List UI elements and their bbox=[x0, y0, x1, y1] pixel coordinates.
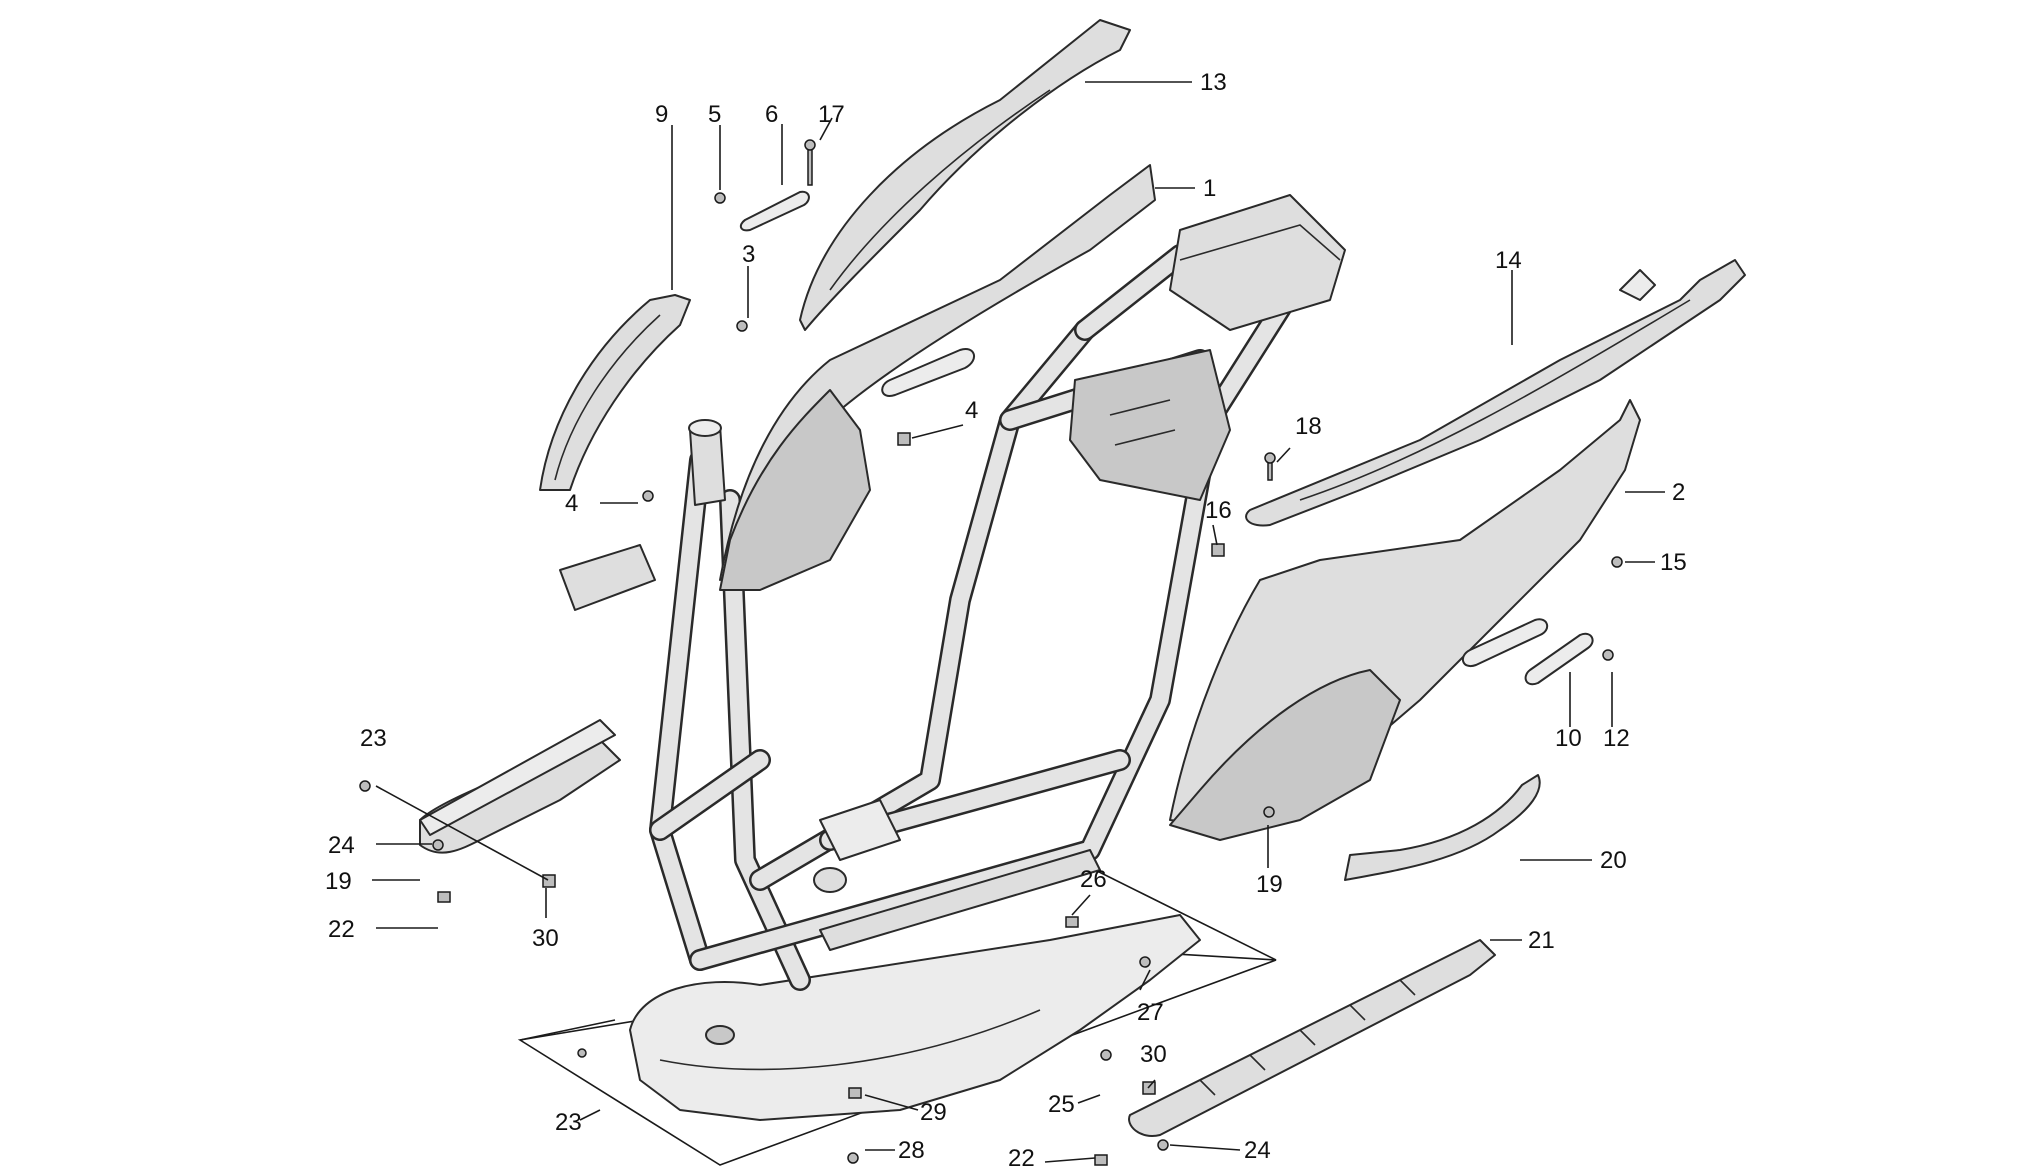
callout-20: 19 bbox=[325, 868, 352, 895]
footboard-drain-hole bbox=[705, 1025, 735, 1045]
callout-9: 12 bbox=[1603, 725, 1630, 752]
part-2-inner-cowl bbox=[1169, 669, 1401, 841]
frame-rear-box-edge bbox=[1179, 224, 1341, 261]
part-16-rail-cover bbox=[799, 19, 1131, 331]
callout-22-right: 22 bbox=[1008, 1145, 1035, 1167]
callout-10: 10 bbox=[1555, 725, 1582, 752]
part-20-side-skirt-left bbox=[419, 739, 621, 854]
part-17-tab bbox=[1619, 269, 1656, 301]
callout-5: 4 bbox=[965, 397, 978, 424]
callout-19-top: 17 bbox=[818, 101, 845, 128]
steering-head-tube bbox=[689, 424, 726, 506]
callout-28: 28 bbox=[898, 1137, 925, 1164]
callout-17: 14 bbox=[1495, 247, 1522, 274]
callout-19-right: 18 bbox=[1295, 413, 1322, 440]
part-16-rail-cover-ridge bbox=[829, 89, 1051, 291]
part-2-vent-slot bbox=[1461, 618, 1549, 668]
callout-30-left: 30 bbox=[532, 925, 559, 952]
callout-4-left: 4 bbox=[565, 490, 578, 517]
part-20-skirt-top bbox=[419, 719, 616, 836]
part-17-ridge bbox=[1299, 299, 1691, 501]
callout-23-left: 23 bbox=[360, 725, 387, 752]
callout-22-left: 22 bbox=[328, 916, 355, 943]
callout-4-right: 19 bbox=[1256, 871, 1283, 898]
frame-cross-tube bbox=[819, 799, 901, 861]
part-10-badge bbox=[1524, 632, 1594, 686]
battery-box bbox=[1069, 349, 1231, 501]
footboard-group-outline-right bbox=[1074, 859, 1277, 961]
callout-13: 6 bbox=[765, 101, 778, 128]
part-1-inner-cowl bbox=[719, 389, 871, 591]
steering-head-top bbox=[688, 419, 722, 437]
callout-2: 2 bbox=[1672, 479, 1685, 506]
fasteners bbox=[359, 139, 1623, 1166]
footboard-group-outline-top bbox=[519, 1019, 616, 1041]
callout-27: 27 bbox=[1137, 999, 1164, 1026]
battery-box-slots bbox=[1109, 399, 1176, 446]
callout-18: 15 bbox=[1660, 549, 1687, 576]
part-21-skirt-tabs bbox=[1199, 979, 1416, 1096]
callout-30-right: 30 bbox=[1140, 1041, 1167, 1068]
part-14-front-fairing bbox=[539, 294, 691, 491]
footboard-panel-ridge bbox=[659, 1009, 1041, 1071]
frame-front-bracket bbox=[559, 544, 656, 611]
callout-24-left: 24 bbox=[328, 832, 355, 859]
part-13-badge bbox=[739, 190, 810, 232]
callout-12: 5 bbox=[708, 101, 721, 128]
callout-25: 23 bbox=[555, 1109, 582, 1136]
part-17-rail-cover-right bbox=[1245, 259, 1746, 527]
callout-24-right: 25 bbox=[1048, 1091, 1075, 1118]
callout-29: 29 bbox=[920, 1099, 947, 1126]
callout-21: 21 bbox=[1528, 927, 1555, 954]
part-21-side-skirt-right bbox=[1128, 939, 1496, 1137]
callout-14: 9 bbox=[655, 101, 668, 128]
callout-3: 3 bbox=[742, 241, 755, 268]
frame-rear-box bbox=[1169, 194, 1346, 331]
callout-6: 16 bbox=[1205, 497, 1232, 524]
callout-23-right: 24 bbox=[1244, 1137, 1271, 1164]
frame-tube-end bbox=[813, 867, 847, 893]
part-15-lower-trim bbox=[1344, 774, 1541, 881]
part-1-vent-slot bbox=[881, 348, 975, 397]
callout-16: 13 bbox=[1200, 69, 1227, 96]
callout-15: 20 bbox=[1600, 847, 1627, 874]
frame-side-plate bbox=[819, 849, 1101, 951]
leader-lines bbox=[372, 81, 1665, 1163]
callout-1: 1 bbox=[1203, 175, 1216, 202]
part-14-fairing-edge bbox=[554, 314, 661, 481]
callout-26: 26 bbox=[1080, 866, 1107, 893]
